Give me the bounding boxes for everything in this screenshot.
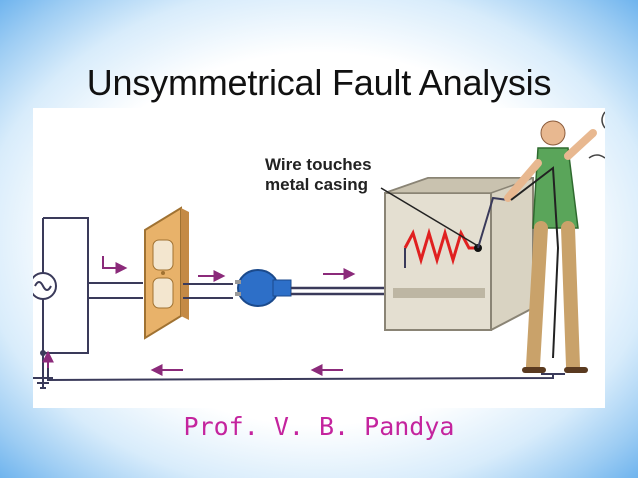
- power-plug: [235, 269, 292, 307]
- heating-element: [403, 227, 482, 268]
- appliance-casing: [384, 177, 534, 331]
- wall-outlet: [144, 206, 189, 340]
- annotation-line-1: Wire touches: [265, 155, 372, 174]
- circuit-diagram: Wire touches metal casing: [33, 111, 605, 389]
- author-name: Prof. V. B. Pandya: [183, 412, 455, 441]
- annotation-line-2: metal casing: [265, 175, 368, 194]
- person-figure: [504, 111, 605, 373]
- current-arrows: [42, 256, 356, 376]
- source-wiring: [42, 217, 143, 389]
- slide-title: Unsymmetrical Fault Analysis: [86, 62, 552, 103]
- ac-source-icon: [33, 272, 57, 300]
- fault-illustration: Wire touches metal casing: [33, 108, 605, 408]
- ground-icon: [33, 370, 53, 389]
